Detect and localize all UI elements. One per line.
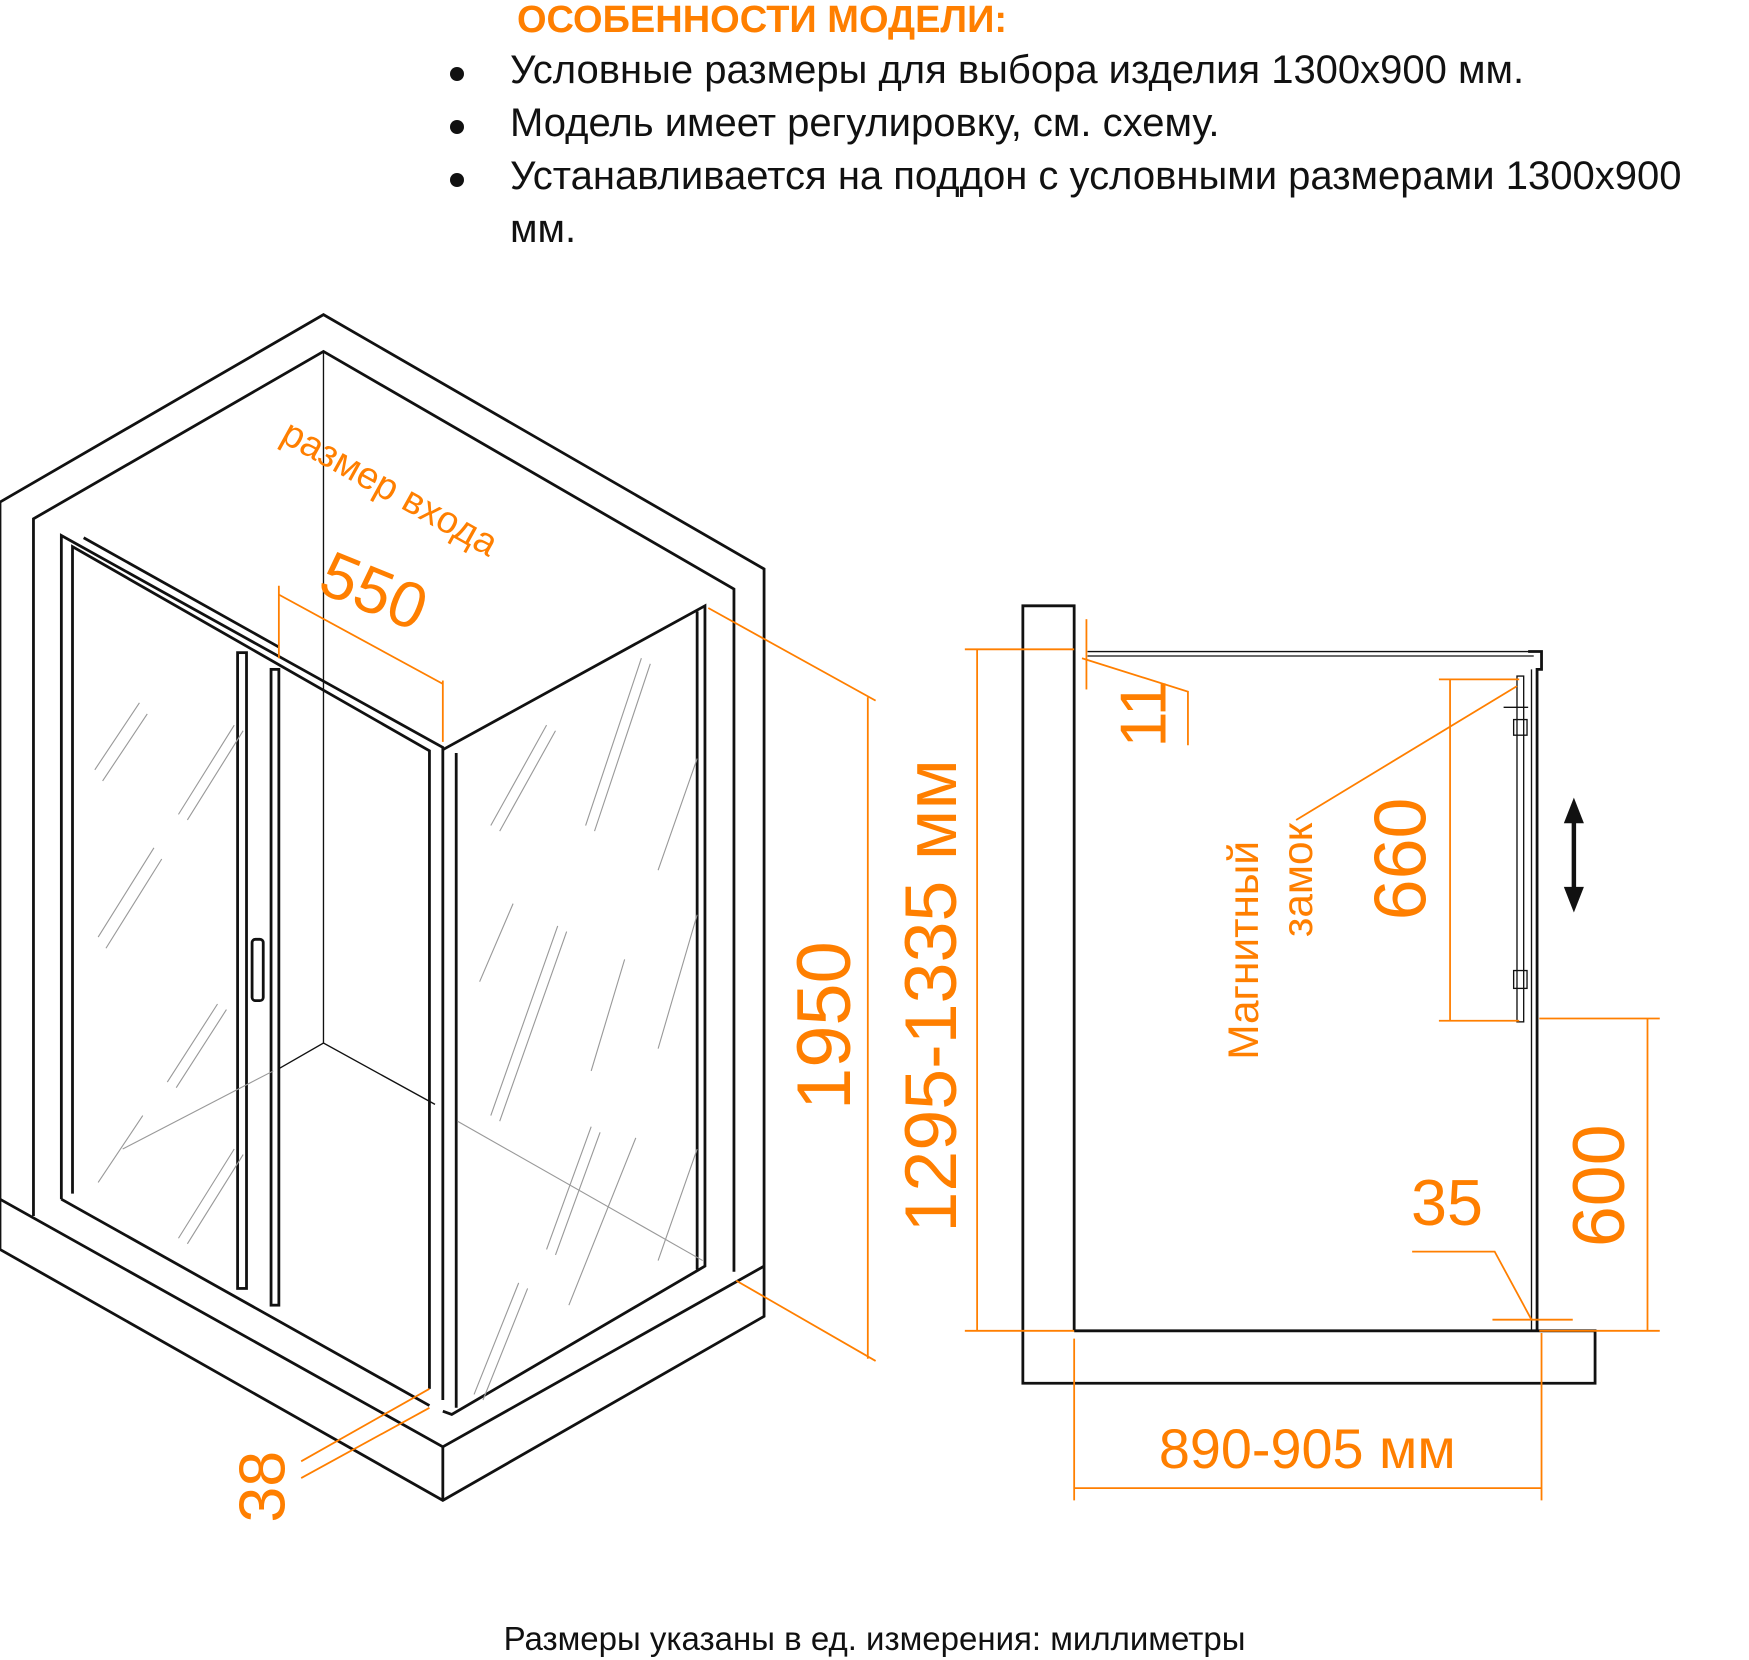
feature-item: Модель имеет регулировку, см. схему. xyxy=(450,97,1745,150)
width-range: 890-905 мм xyxy=(1159,1418,1456,1480)
top-gap: 11 xyxy=(1107,680,1180,747)
drawing-line xyxy=(71,544,431,1389)
features-list: Условные размеры для выбора изделия 1300… xyxy=(445,44,1745,256)
door-handle-icon xyxy=(250,937,265,1003)
lower-height: 600 xyxy=(1557,1124,1640,1247)
bullet-icon xyxy=(450,67,464,81)
side-panel xyxy=(442,603,707,1417)
adjustable-profile xyxy=(1516,675,1525,1023)
adjust-arrow-icon xyxy=(1563,797,1584,913)
drawing-line xyxy=(122,1070,274,1150)
drawing-line xyxy=(1563,886,1584,913)
drawing-line xyxy=(1512,718,1528,736)
entrance-label: размер входа xyxy=(274,412,505,566)
drawing-line xyxy=(735,1279,877,1362)
feature-item: Условные размеры для выбора изделия 1300… xyxy=(450,44,1745,97)
drawing-line xyxy=(269,667,281,1307)
drawing-line xyxy=(300,1407,430,1479)
side-panel-profile xyxy=(1528,650,1543,1331)
drawing-line xyxy=(82,536,280,649)
adjust-height: 660 xyxy=(1359,798,1442,921)
profile-depth: 38 xyxy=(225,1451,298,1523)
drawing-line xyxy=(1412,1250,1533,1321)
height-value: 1950 xyxy=(782,941,867,1110)
drawing-line xyxy=(278,593,444,685)
drawing-line xyxy=(707,607,877,702)
bullet-icon xyxy=(450,120,464,134)
wall-outline xyxy=(0,313,766,1502)
magnet-label-2: замок xyxy=(1274,822,1321,937)
drawing-line xyxy=(60,1197,431,1407)
feature-item: Устанавливается на поддон с условными ра… xyxy=(450,150,1745,256)
drawing-line xyxy=(1512,969,1528,990)
drawing-line xyxy=(1295,685,1518,821)
drawing-line xyxy=(278,1042,436,1105)
glass-hatching xyxy=(94,658,703,1401)
tray-top-edge xyxy=(0,1197,765,1449)
side-view-drawing xyxy=(1021,604,1597,1385)
features-title: ОСОБЕННОСТИ МОДЕЛИ: xyxy=(517,0,1008,41)
iso-enclosure-drawing xyxy=(0,313,766,1502)
height-range: 1295-1335 мм xyxy=(889,759,972,1233)
front-frame xyxy=(59,533,445,1400)
bullet-icon xyxy=(450,173,464,187)
side-view-dimensions: 1295-1335 мм 11 Магнитный замок 660 600 … xyxy=(889,619,1660,1501)
drawing-line xyxy=(1563,797,1584,824)
features-block: ОСОБЕННОСТИ МОДЕЛИ: Условные размеры для… xyxy=(445,0,1745,256)
drawing-line xyxy=(457,1120,703,1262)
drawing-line xyxy=(94,658,698,1401)
sliding-door-edge xyxy=(236,651,248,1290)
magnet-label-1: Магнитный xyxy=(1220,841,1267,1060)
units-note: Размеры указаны в ед. измерения: миллиме… xyxy=(503,1620,1246,1657)
drawing-line xyxy=(300,1388,430,1463)
bottom-offset: 35 xyxy=(1411,1166,1483,1239)
entrance-width: 550 xyxy=(310,537,437,645)
drawing-line xyxy=(1081,657,1189,746)
